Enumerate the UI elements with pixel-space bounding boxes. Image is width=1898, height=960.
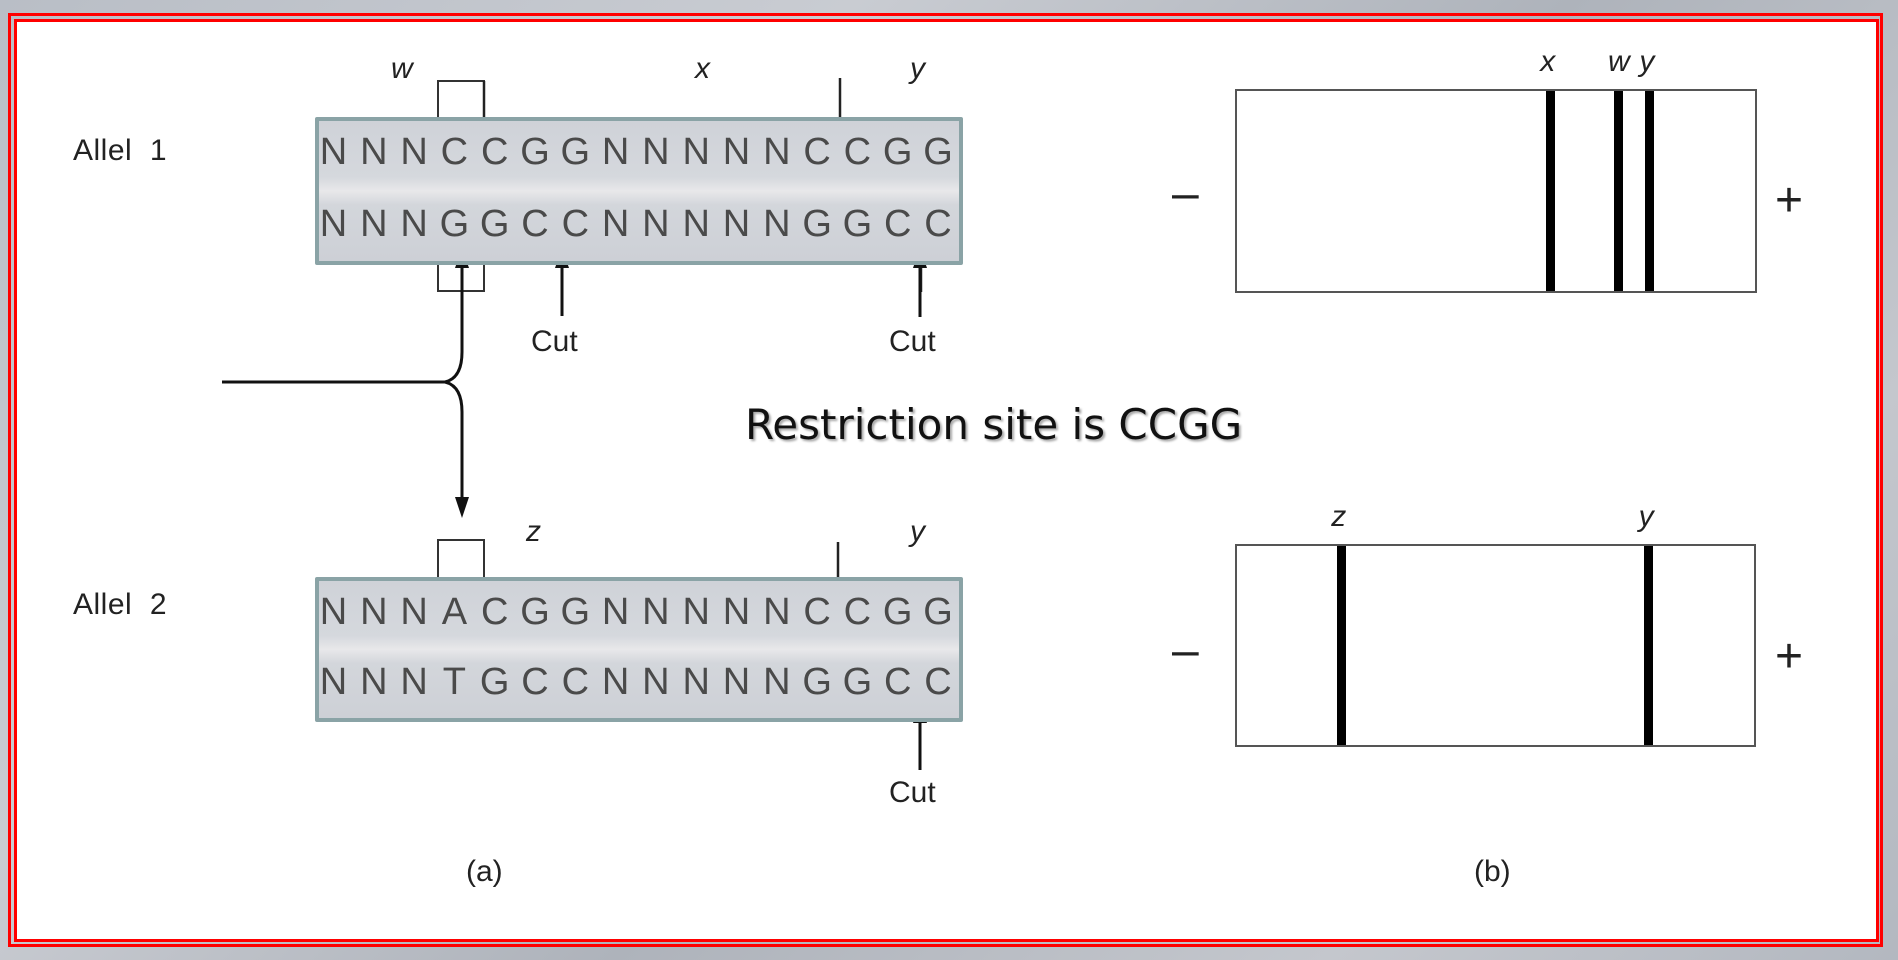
- allele-2-bottom-nucleotide: N: [682, 661, 710, 703]
- branch-arrow-down-head: [455, 497, 469, 518]
- allele-1-top-nucleotide: N: [319, 131, 348, 173]
- allele-2-bottom-nucleotide: C: [561, 661, 590, 703]
- allele-2-top-nucleotide: N: [763, 591, 791, 633]
- cut-label-1: Cut: [531, 325, 578, 358]
- gel-2-band-label-y: y: [1638, 500, 1654, 533]
- fragment-label-y2: y: [910, 515, 925, 548]
- allele-1-top-nucleotide: G: [882, 131, 913, 173]
- allele-2-top-nucleotide: N: [682, 591, 710, 633]
- allele-2-bottom-nucleotide: N: [360, 661, 388, 703]
- allele-1-bottom-nucleotide: C: [561, 203, 590, 245]
- allele-2-top-nucleotide: G: [520, 591, 550, 633]
- allele-2-top-nucleotide: C: [480, 591, 509, 633]
- gel-2-band-label-z: z: [1331, 500, 1347, 533]
- allele-1-top-nucleotide: N: [400, 131, 428, 173]
- gel-1-positive-pole: +: [1775, 174, 1804, 227]
- outer-red-border: [8, 13, 1883, 947]
- allele-1-bottom-nucleotide: G: [479, 203, 510, 245]
- allele-1-bottom-nucleotide: N: [763, 203, 791, 245]
- allele-1-top-nucleotide: N: [642, 131, 670, 173]
- allele-2-bottom-nucleotide: N: [763, 661, 791, 703]
- allele-1-top-nucleotide: C: [803, 131, 831, 173]
- allele-1-bottom-nucleotide: N: [400, 203, 428, 245]
- allele-2-bottom-nucleotide: G: [802, 661, 832, 703]
- allele-2-bottom-nucleotide: N: [601, 661, 630, 703]
- fragment-label-x: x: [695, 52, 710, 85]
- allele-2-top-nucleotide: N: [601, 591, 630, 633]
- gel-1-band-x: [1545, 91, 1555, 291]
- gel-1-band-w: [1613, 91, 1623, 291]
- allele-2-top-nucleotide: G: [882, 591, 913, 633]
- gel-2: [1235, 544, 1756, 747]
- fragment-label-w: w: [391, 52, 413, 85]
- allele-1-bottom-nucleotide: C: [521, 203, 549, 245]
- cut-label-3: Cut: [889, 776, 936, 809]
- branch-connector: [222, 265, 464, 384]
- gel-1: [1235, 89, 1757, 293]
- allele-1-top-nucleotide: N: [360, 131, 388, 173]
- allele-1-top-nucleotide: G: [923, 131, 953, 173]
- gel-1-negative-pole: –: [1172, 167, 1199, 220]
- allele-1-bottom-nucleotide: G: [439, 203, 470, 245]
- gel-1-band-label-w: w: [1608, 45, 1630, 78]
- gel-1-band-y: [1644, 91, 1654, 291]
- allele-2-bottom-nucleotide: N: [722, 661, 751, 703]
- allele-1-bottom-nucleotide: N: [642, 203, 670, 245]
- allele-1-bottom-nucleotide: C: [883, 203, 912, 245]
- allele-2-top-nucleotide: C: [803, 591, 831, 633]
- allele-1-top-nucleotide: C: [843, 131, 872, 173]
- allele-1-bottom-nucleotide: C: [924, 203, 952, 245]
- fragment-label-y: y: [910, 52, 925, 85]
- allele-1-label: Allel 1: [73, 134, 168, 167]
- allele-2-bottom-nucleotide: C: [924, 661, 952, 703]
- allele-2-bottom-nucleotide: T: [442, 661, 466, 703]
- allele-2-bottom-nucleotide: C: [521, 661, 549, 703]
- allele-2-top-nucleotide: G: [923, 591, 953, 633]
- gel-2-negative-pole: –: [1172, 624, 1199, 677]
- allele-2-top-nucleotide: N: [360, 591, 388, 633]
- allele-1-bottom-nucleotide: N: [601, 203, 630, 245]
- allele-2-bottom-nucleotide: G: [479, 661, 510, 703]
- restriction-site-caption: Restriction site is CCGG: [745, 400, 1243, 449]
- allele-1-bottom-nucleotide: N: [360, 203, 388, 245]
- allele-1-bottom-nucleotide: N: [319, 203, 348, 245]
- allele-2-top-nucleotide: A: [441, 591, 468, 633]
- allele-1-bottom-nucleotide: G: [842, 203, 873, 245]
- gel-1-band-label-x: x: [1540, 45, 1556, 78]
- gel-2-band-y: [1644, 546, 1654, 745]
- gel-1-band-label-y: y: [1639, 45, 1655, 78]
- allele-2-top-nucleotide: N: [319, 591, 348, 633]
- allele-2-label: Allel 2: [73, 588, 168, 621]
- allele-2-top-nucleotide: G: [560, 591, 591, 633]
- gel-2-band-z: [1336, 546, 1346, 745]
- allele-2-bottom-nucleotide: N: [319, 661, 348, 703]
- allele-1-top-nucleotide: C: [440, 131, 469, 173]
- panel-a-label: (a): [466, 855, 503, 888]
- allele-1-bottom-nucleotide: N: [722, 203, 751, 245]
- allele-2-bottom-nucleotide: N: [642, 661, 670, 703]
- allele-2-top-nucleotide: N: [642, 591, 670, 633]
- allele-1-top-nucleotide: N: [682, 131, 710, 173]
- allele-1-bottom-nucleotide: N: [682, 203, 710, 245]
- allele-2-bottom-nucleotide: G: [842, 661, 873, 703]
- allele-1-top-nucleotide: G: [560, 131, 591, 173]
- allele-1-top-nucleotide: N: [722, 131, 751, 173]
- fragment-label-z: z: [526, 515, 541, 548]
- allele-2-top-nucleotide: N: [722, 591, 751, 633]
- panel-b-label: (b): [1474, 855, 1511, 888]
- cut-label-2: Cut: [889, 325, 936, 358]
- allele-2-top-nucleotide: N: [400, 591, 428, 633]
- allele-2-bottom-nucleotide: N: [400, 661, 428, 703]
- allele-1-top-nucleotide: C: [480, 131, 509, 173]
- allele-1-bottom-nucleotide: G: [802, 203, 832, 245]
- allele-2-bottom-nucleotide: C: [883, 661, 912, 703]
- allele-2-top-nucleotide: C: [843, 591, 872, 633]
- branch-connector-down: [444, 380, 464, 500]
- allele-1-top-nucleotide: G: [520, 131, 550, 173]
- gel-2-positive-pole: +: [1775, 630, 1804, 683]
- allele-1-top-nucleotide: N: [601, 131, 630, 173]
- allele-1-top-nucleotide: N: [763, 131, 791, 173]
